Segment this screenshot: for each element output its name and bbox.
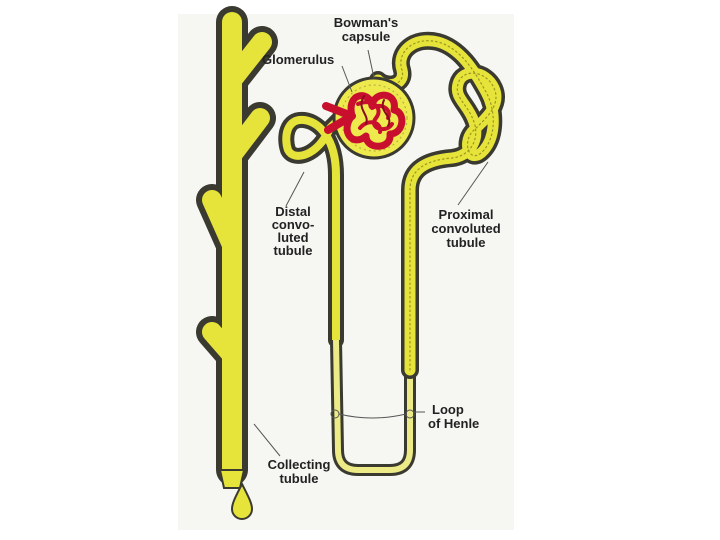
label-bowmans-line-2: capsule	[341, 29, 391, 44]
label-proximal-convoluted-tubule: Proximal convoluted tubule	[418, 208, 514, 250]
label-distal-line-4: tubule	[273, 243, 313, 258]
label-proximal-line-1: Proximal	[438, 207, 494, 222]
label-collecting-line-1: Collecting	[267, 457, 331, 472]
loop-of-henle	[330, 339, 416, 476]
label-loop-of-henle: Loop of Henle	[428, 403, 498, 431]
label-loop-line-1: Loop	[432, 402, 464, 417]
label-distal-line-3: luted	[277, 230, 309, 245]
glomerulus	[322, 91, 406, 150]
label-collecting-line-2: tubule	[279, 471, 319, 486]
label-distal-line-1: Distal	[275, 204, 311, 219]
distal-convoluted-tubule	[278, 110, 348, 348]
label-proximal-line-3: tubule	[446, 235, 486, 250]
collecting-tubule	[196, 6, 278, 489]
leader-lines	[253, 49, 489, 457]
label-glomerulus: Glomerulus	[262, 52, 335, 67]
urine-drop	[230, 481, 254, 520]
label-distal-line-2: convo-	[271, 217, 315, 232]
label-bowmans-line-1: Bowman's	[333, 15, 399, 30]
label-bowmans-capsule: Bowman's capsule	[326, 16, 406, 44]
proximal-convoluted-tubule	[369, 31, 505, 379]
label-distal-convoluted-tubule: Distal convo- luted tubule	[262, 205, 324, 257]
label-proximal-line-2: convoluted	[431, 221, 501, 236]
label-loop-line-2: of Henle	[428, 416, 480, 431]
label-collecting-tubule: Collecting tubule	[254, 458, 344, 486]
